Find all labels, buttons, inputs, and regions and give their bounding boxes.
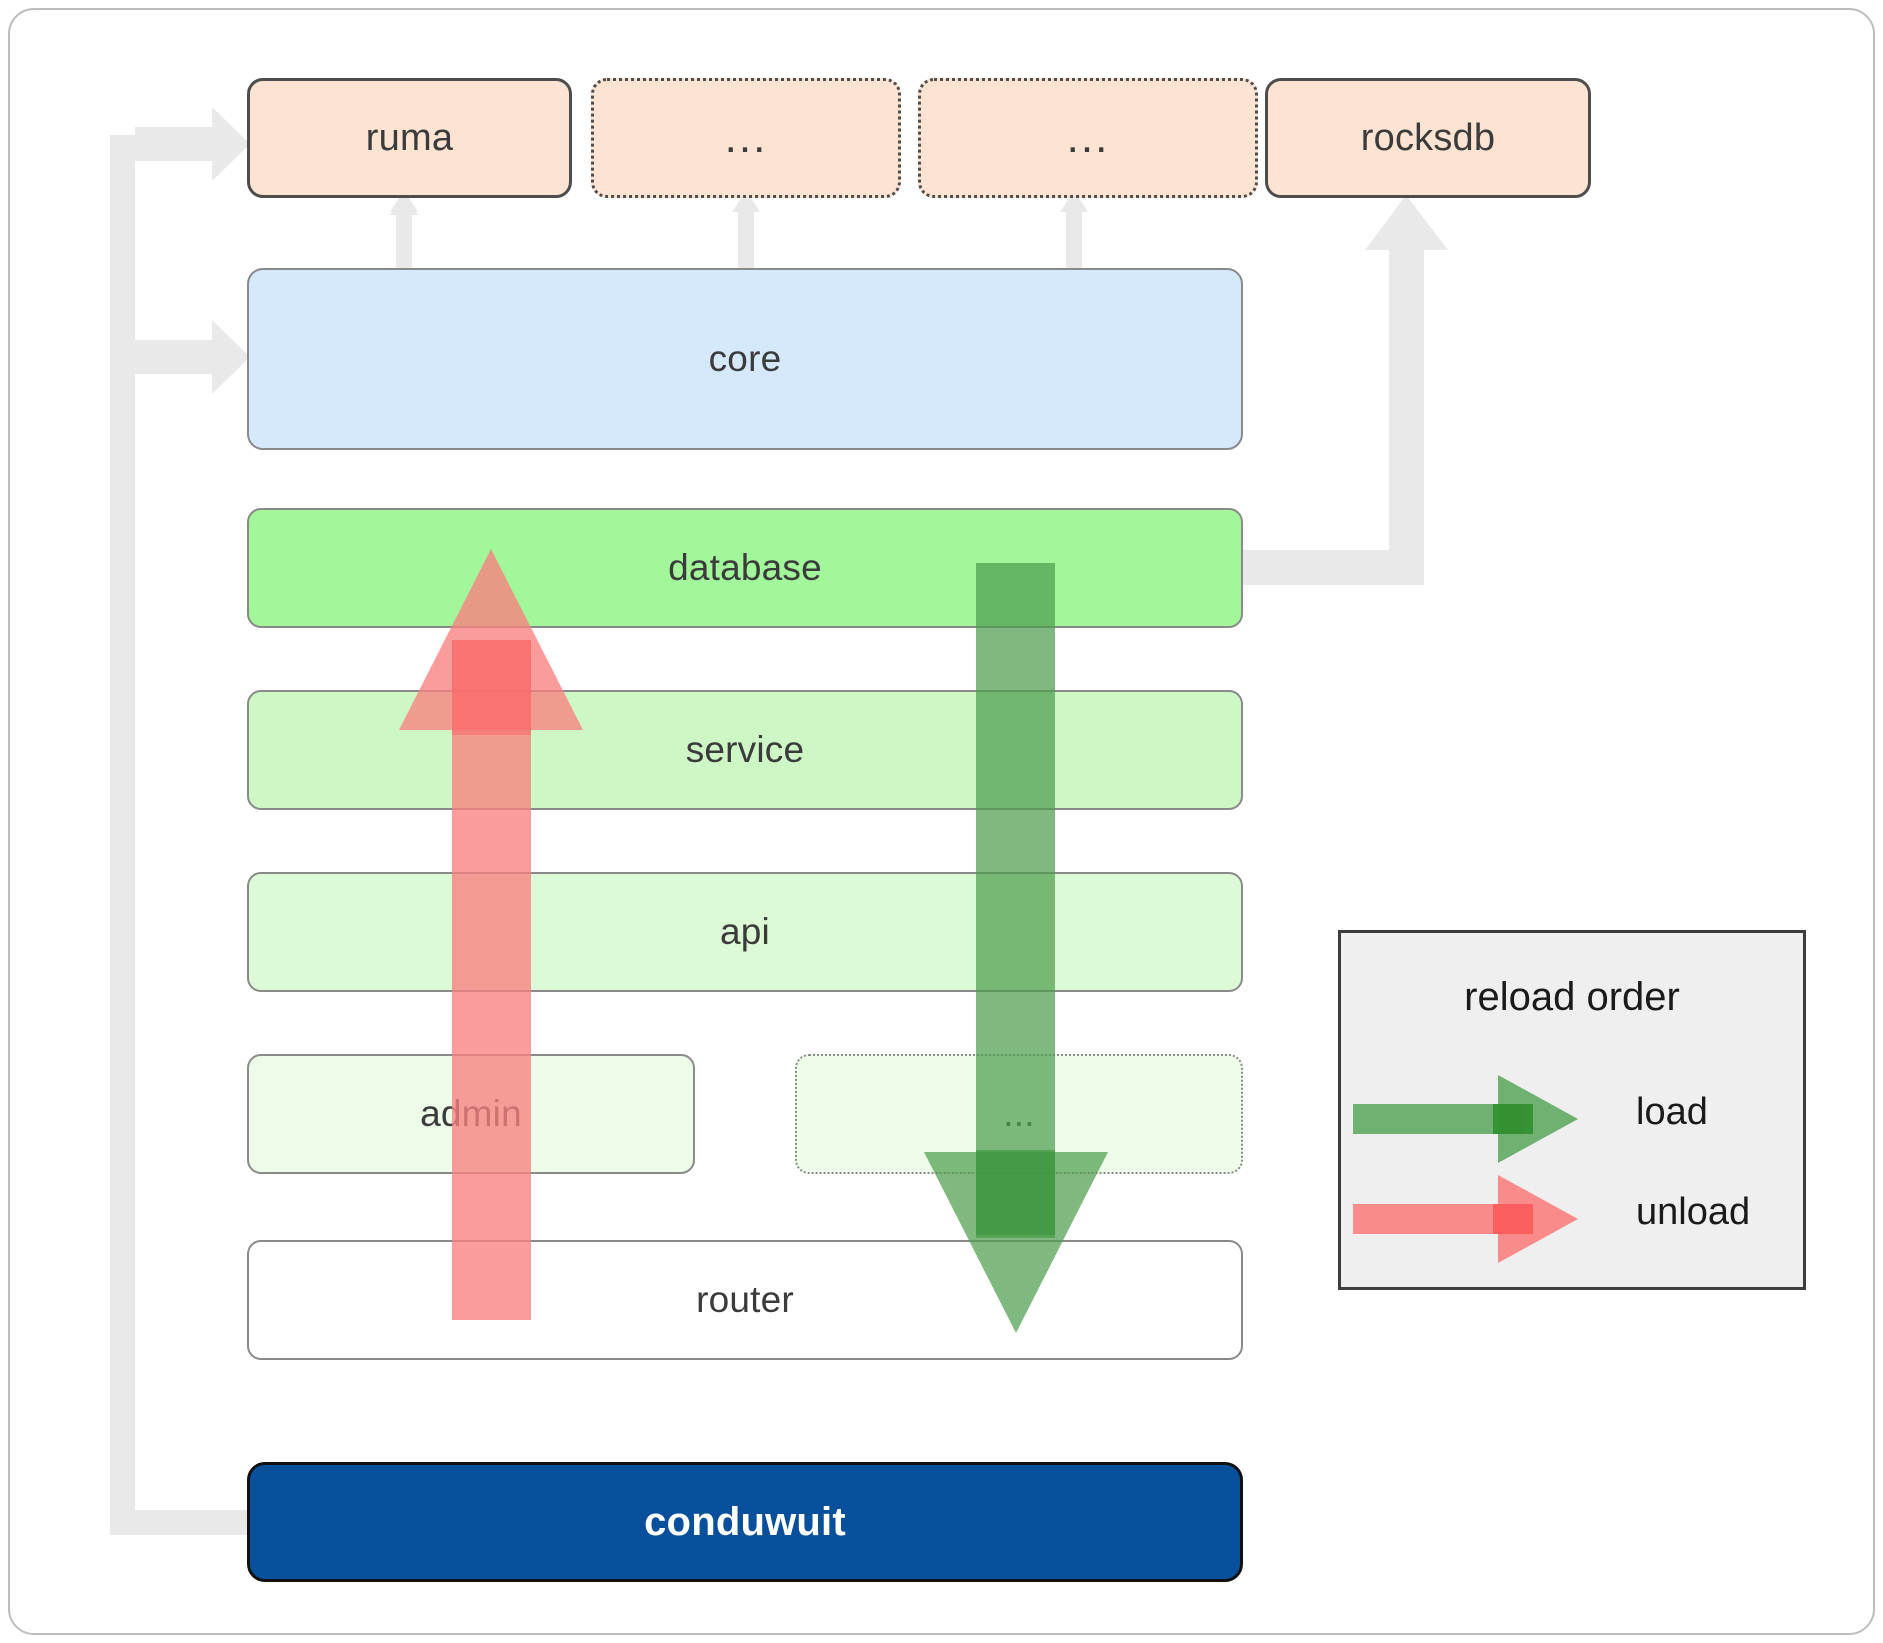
crate-box-rocksdb[interactable]: rocksdb	[1265, 78, 1591, 198]
legend-unload-arrow-icon	[1353, 1175, 1578, 1263]
layer-label-ellipsis-3: ...	[1003, 1093, 1035, 1134]
diagram-outer-frame	[8, 8, 1875, 1635]
layer-box-service[interactable]: service	[247, 690, 1243, 810]
layer-label-admin: admin	[420, 1093, 522, 1134]
layer-label-router: router	[696, 1279, 794, 1320]
layer-label-core: core	[708, 338, 782, 379]
crate-box-ellipsis-1[interactable]: ...	[591, 78, 901, 198]
layer-box-database[interactable]: database	[247, 508, 1243, 628]
layer-box-ellipsis-3[interactable]: ...	[795, 1054, 1243, 1174]
layer-label-api: api	[720, 911, 770, 952]
legend-load-arrow-icon	[1353, 1075, 1578, 1163]
binary-box-conduwuit[interactable]: conduwuit	[247, 1462, 1243, 1582]
crate-box-ellipsis-2[interactable]: ...	[918, 78, 1258, 198]
binary-label-conduwuit: conduwuit	[644, 1499, 846, 1544]
layer-box-admin[interactable]: admin	[247, 1054, 695, 1174]
layer-label-service: service	[685, 729, 805, 770]
crate-label-ellipsis-2: ...	[1066, 113, 1110, 163]
crate-label-ellipsis-1: ...	[724, 113, 768, 163]
crate-label-ruma: ruma	[365, 116, 454, 159]
legend-label-load: load	[1636, 1091, 1708, 1133]
crate-label-rocksdb: rocksdb	[1360, 116, 1496, 159]
legend-title: reload order	[1464, 975, 1680, 1019]
layer-box-router[interactable]: router	[247, 1240, 1243, 1360]
layer-label-database: database	[668, 547, 822, 588]
layer-box-core[interactable]: core	[247, 268, 1243, 450]
legend-panel: reload order load unload	[1338, 930, 1806, 1290]
crate-box-ruma[interactable]: ruma	[247, 78, 572, 198]
layer-box-api[interactable]: api	[247, 872, 1243, 992]
legend-label-unload: unload	[1636, 1191, 1751, 1233]
